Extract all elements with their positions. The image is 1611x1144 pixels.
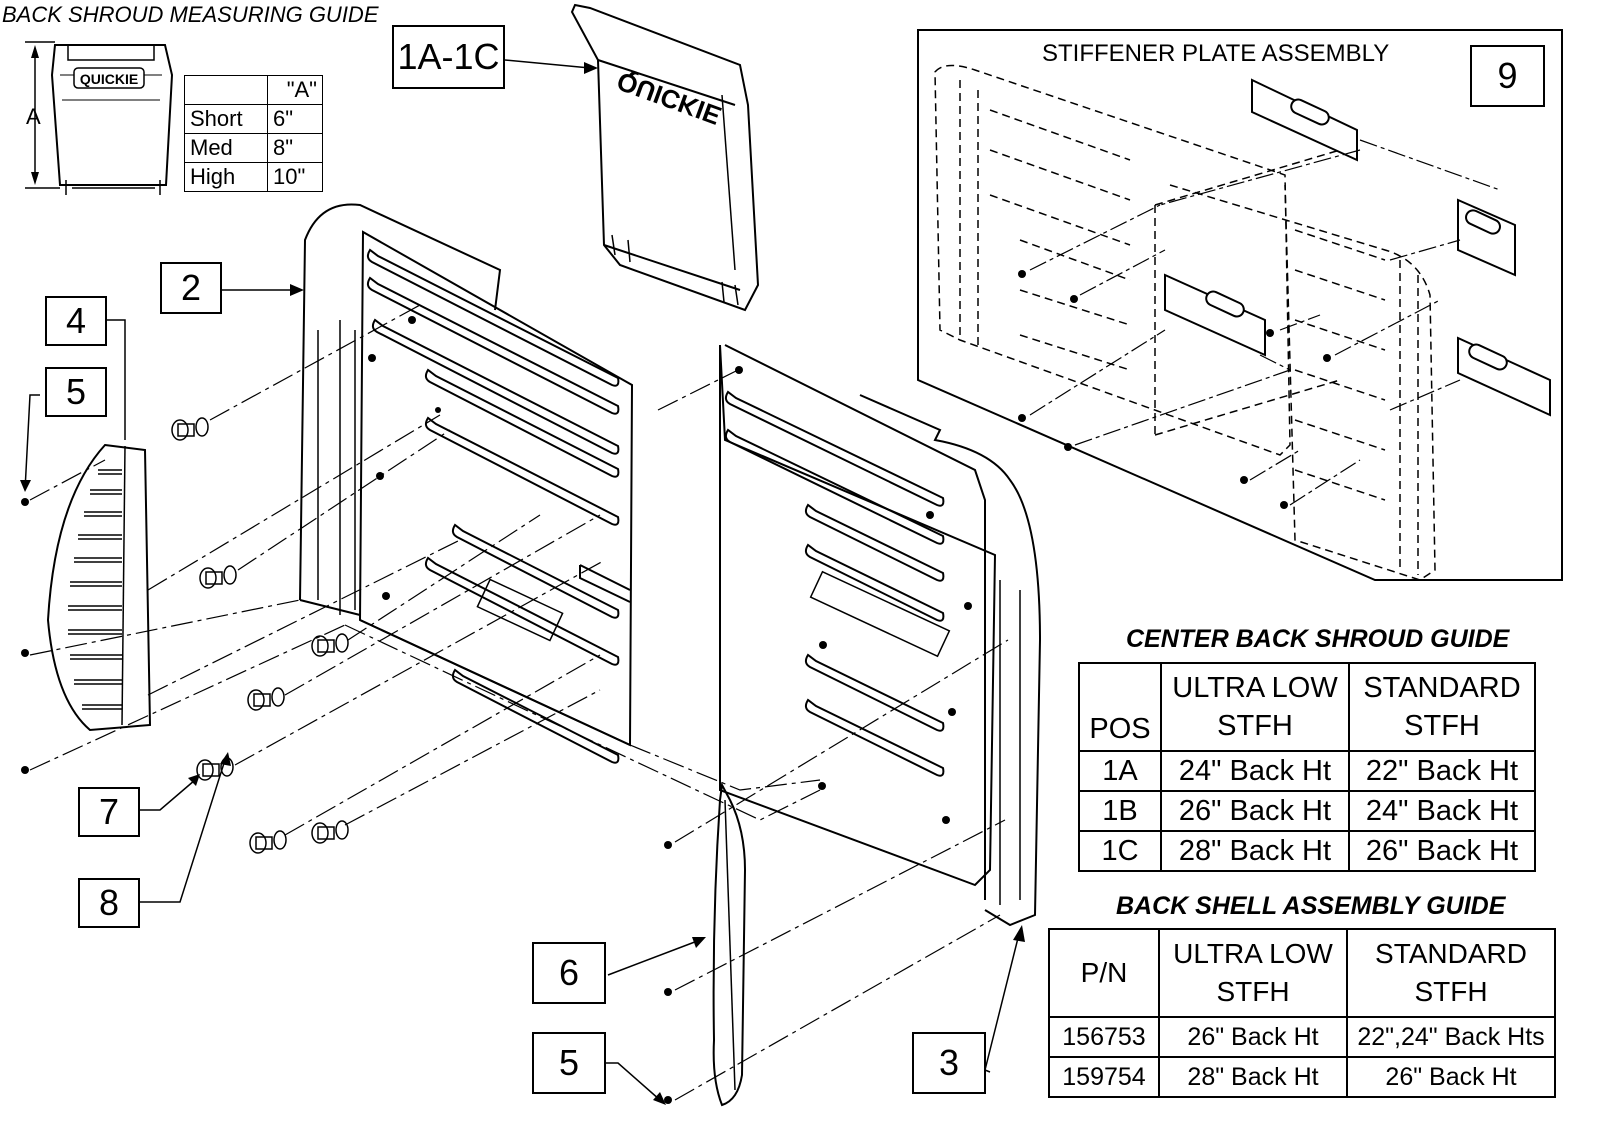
center-row-ultra-low: 26" Back Ht [1160, 790, 1350, 832]
callout-4: 4 [45, 296, 107, 346]
center-row-ultra-low: 28" Back Ht [1160, 830, 1350, 872]
center-guide-title: CENTER BACK SHROUD GUIDE [1126, 625, 1510, 653]
center-row-standard: 26" Back Ht [1348, 830, 1536, 872]
mirrored-logo: QUICKIE [613, 66, 725, 131]
shell-header-standard: STANDARD STFH [1346, 928, 1556, 1018]
center-guide-table: POS ULTRA LOW STFH STANDARD STFH 1A 24" … [1078, 662, 1536, 872]
callout-5-bottom: 5 [532, 1032, 606, 1094]
callout-1a-1c: 1A-1C [392, 25, 505, 89]
assembly-lines [29, 304, 1009, 1101]
shell-header-ultra-low: ULTRA LOW STFH [1158, 928, 1348, 1018]
shell-row-standard: 22",24" Back Hts [1346, 1016, 1556, 1058]
measuring-row-value: 8" [267, 133, 323, 163]
left-side-shroud [20, 319, 152, 732]
measuring-header-blank [184, 75, 268, 105]
dimension-a-label: A [26, 104, 41, 129]
measuring-row-value: 10" [267, 162, 323, 192]
fastener-hardware [21, 417, 672, 1104]
callout-7: 7 [78, 787, 140, 837]
center-header-ultra-low: ULTRA LOW STFH [1160, 662, 1350, 752]
measuring-row-value: 6" [267, 104, 323, 134]
center-row-pos: 1C [1078, 830, 1162, 872]
measuring-row-label: High [184, 162, 268, 192]
center-row-pos: 1A [1078, 750, 1162, 792]
callout-8: 8 [78, 878, 140, 928]
quickie-logo: QUICKIE [80, 71, 138, 87]
measuring-row-label: Short [184, 104, 268, 134]
shell-row-standard: 26" Back Ht [1346, 1056, 1556, 1098]
stiffener-inset-frame [917, 29, 1563, 581]
measuring-row-label: Med [184, 133, 268, 163]
center-header-pos: POS [1078, 662, 1162, 752]
center-row-ultra-low: 24" Back Ht [1160, 750, 1350, 792]
measuring-shroud-illustration: QUICKIE [25, 41, 174, 195]
center-row-standard: 24" Back Ht [1348, 790, 1536, 832]
right-back-shell [719, 344, 1042, 1073]
center-row-standard: 22" Back Ht [1348, 750, 1536, 792]
shell-row-ultra-low: 28" Back Ht [1158, 1056, 1348, 1098]
measuring-guide-title: BACK SHROUD MEASURING GUIDE [2, 2, 379, 27]
shell-header-pn: P/N [1048, 928, 1160, 1018]
shell-guide-table: P/N ULTRA LOW STFH STANDARD STFH 156753 … [1048, 928, 1556, 1098]
callout-6: 6 [532, 942, 606, 1004]
measuring-header-a: "A" [267, 75, 323, 105]
callout-5-left: 5 [45, 367, 107, 417]
shell-row-ultra-low: 26" Back Ht [1158, 1016, 1348, 1058]
left-back-shell [188, 203, 634, 764]
stiffener-title: STIFFENER PLATE ASSEMBLY [1042, 40, 1390, 67]
leader-lines [140, 752, 666, 1105]
measuring-guide-table: "A" Short 6" Med 8" High 10" [184, 75, 323, 192]
shell-row-pn: 159754 [1048, 1056, 1160, 1098]
shell-guide-title: BACK SHELL ASSEMBLY GUIDE [1116, 892, 1506, 920]
callout-2: 2 [160, 262, 222, 314]
center-header-standard: STANDARD STFH [1348, 662, 1536, 752]
center-row-pos: 1B [1078, 790, 1162, 832]
callout-9: 9 [1470, 45, 1545, 107]
center-back-shroud: QUICKIE [504, 3, 760, 312]
callout-3: 3 [912, 1032, 986, 1094]
right-edge-trim [607, 781, 747, 1107]
shell-row-pn: 156753 [1048, 1016, 1160, 1058]
